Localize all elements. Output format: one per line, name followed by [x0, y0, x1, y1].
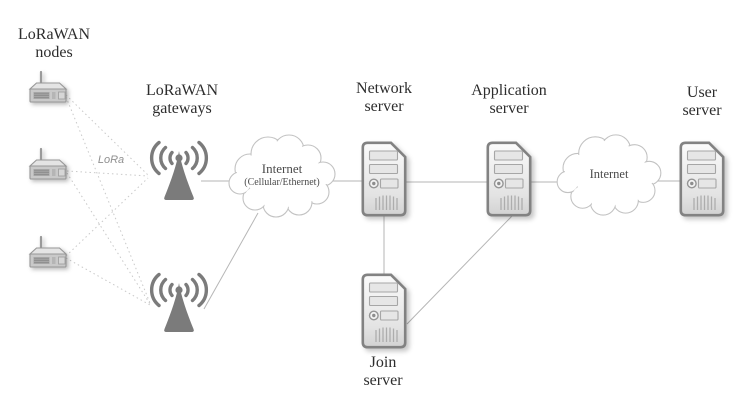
- user-server-icon-wrap: [678, 140, 726, 218]
- line-gateway2-internet: [203, 212, 259, 310]
- join-server-icon-wrap: [360, 272, 408, 350]
- cloud-icon: [228, 134, 336, 218]
- tower-server-icon: [486, 141, 532, 217]
- radio-antenna-icon: [149, 140, 209, 200]
- radio-antenna-icon: [149, 272, 209, 332]
- lorawan-nodes-label: LoRaWAN nodes: [18, 26, 90, 62]
- iot-router-icon: [28, 235, 68, 268]
- internet-cloud: Internet: [553, 129, 665, 219]
- lorawan-gateways-label: LoRaWAN gateways: [146, 82, 218, 118]
- lorawan-node-1: [26, 69, 70, 105]
- iot-router-icon: [28, 147, 68, 180]
- lora-link-node3-gateway2: [65, 257, 151, 306]
- join-server-label: Join server: [363, 354, 403, 390]
- lorawan-gateway-1: [149, 138, 209, 202]
- tower-server-icon: [679, 141, 725, 217]
- lora-link-node2-gateway2: [66, 172, 151, 305]
- line-join-application: [406, 215, 513, 325]
- application-server-label: Application server: [471, 82, 547, 118]
- network-server-icon-wrap: [360, 140, 408, 218]
- tower-server-icon: [361, 273, 407, 349]
- lorawan-node-2: [26, 146, 70, 182]
- iot-router-icon: [28, 70, 68, 103]
- lorawan-node-3: [26, 234, 70, 270]
- user-server-label: User server: [682, 84, 722, 120]
- lora-link-node1-gateway2: [65, 96, 151, 304]
- network-server-label: Network server: [356, 80, 412, 116]
- backhaul-cloud-label: Internet (Cellular/Ethernet): [226, 129, 338, 221]
- lora-link-label: LoRa: [97, 154, 125, 166]
- cloud-icon: [556, 134, 662, 216]
- lora-link-node2-gateway1: [66, 170, 149, 177]
- lora-link-node3-gateway1: [65, 177, 149, 257]
- internet-cloud-label: Internet: [553, 129, 665, 219]
- tower-server-icon: [361, 141, 407, 217]
- cloud-title: Internet: [589, 166, 629, 181]
- cloud-title: Internet: [261, 160, 303, 176]
- application-server-icon-wrap: [485, 140, 533, 218]
- lorawan-gateway-2: [149, 270, 209, 334]
- cloud-subtitle: (Cellular/Ethernet): [244, 176, 320, 188]
- internet-backhaul-cloud: Internet (Cellular/Ethernet): [226, 129, 338, 221]
